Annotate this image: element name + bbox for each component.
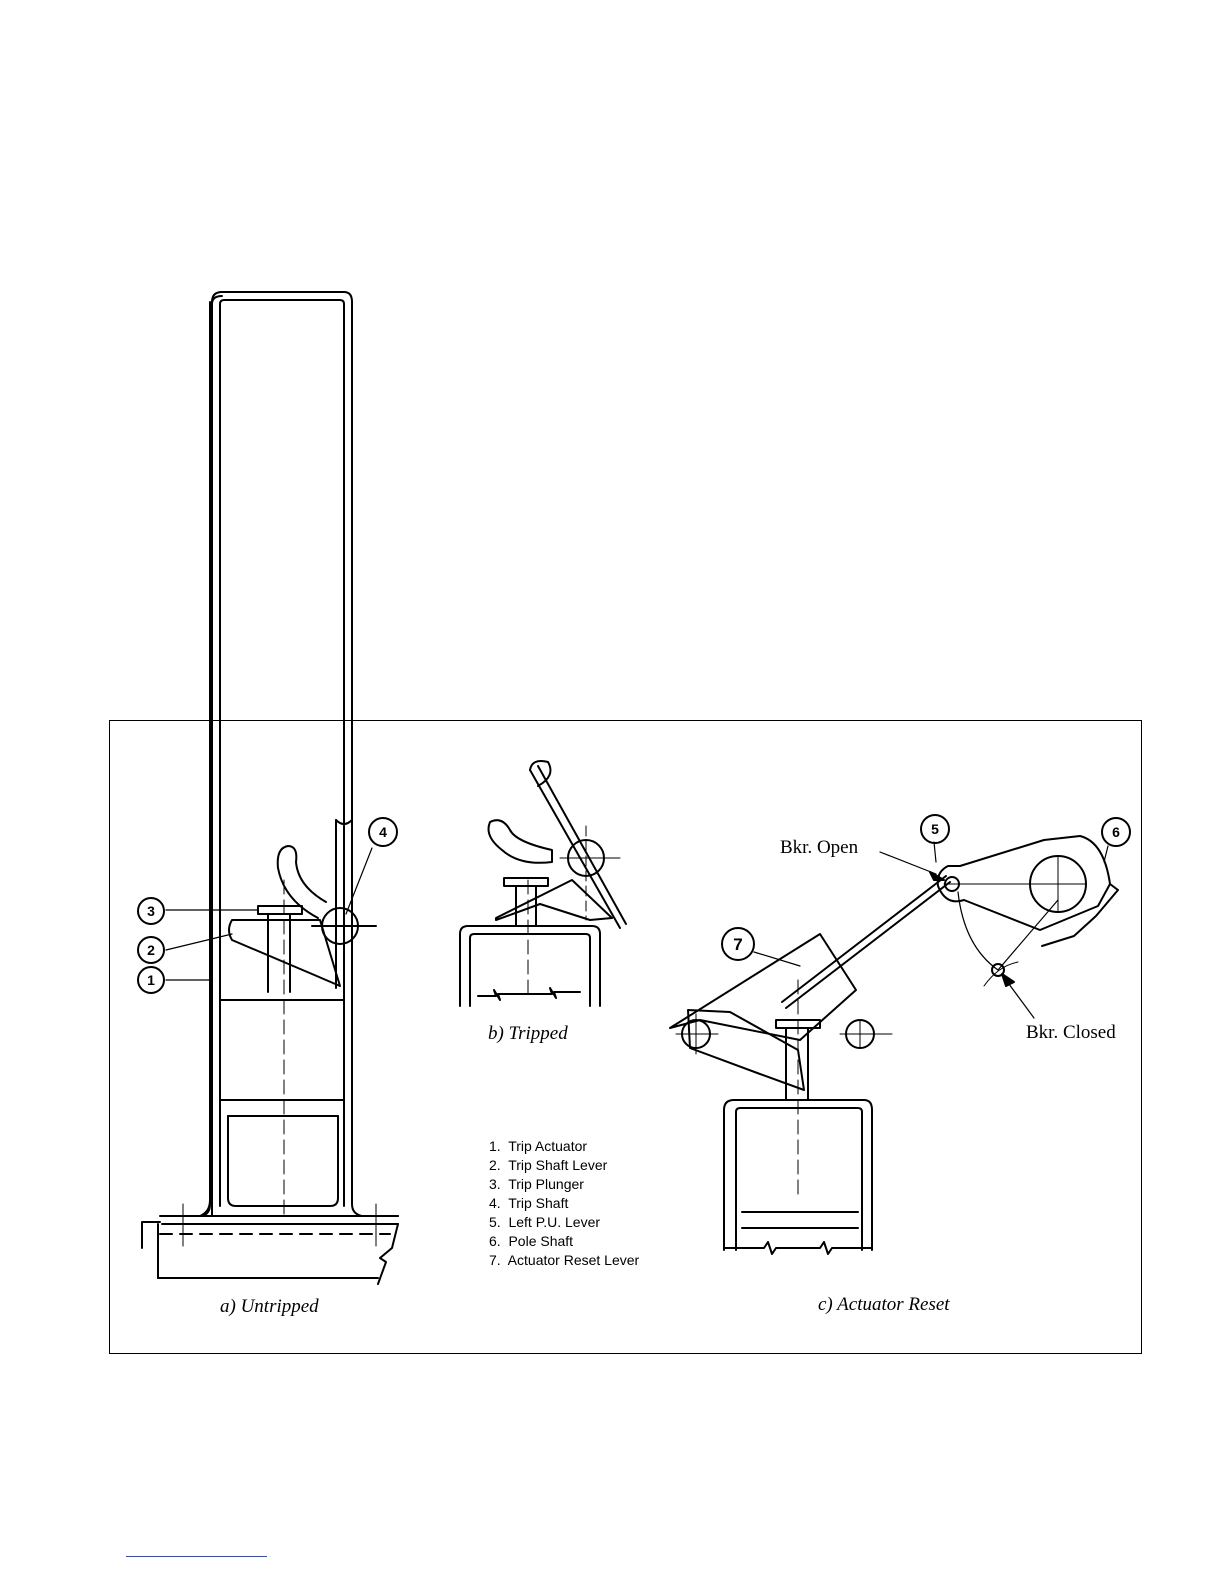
bkr-open-label: Bkr. Open	[780, 837, 859, 858]
legend-item: 3. Trip Plunger	[489, 1176, 584, 1192]
caption-untripped: a) Untripped	[220, 1296, 319, 1317]
footer-link-underline	[126, 1556, 267, 1557]
callout-3: 3	[147, 903, 155, 919]
callout-7: 7	[733, 935, 742, 954]
view-untripped	[142, 292, 398, 1284]
callout-circles	[138, 815, 1130, 993]
legend: 1. Trip Actuator 2. Trip Shaft Lever 3. …	[489, 1138, 640, 1268]
legend-item: 2. Trip Shaft Lever	[489, 1157, 608, 1173]
callout-2: 2	[147, 942, 155, 958]
view-actuator-reset	[670, 836, 1118, 1254]
callout-6: 6	[1112, 824, 1120, 840]
callout-4: 4	[379, 824, 387, 840]
caption-actuator-reset: c) Actuator Reset	[818, 1294, 950, 1315]
legend-item: 4. Trip Shaft	[489, 1195, 568, 1211]
callout-1: 1	[147, 972, 155, 988]
caption-tripped: b) Tripped	[488, 1023, 568, 1044]
bkr-closed-label: Bkr. Closed	[1026, 1022, 1116, 1043]
legend-item: 5. Left P.U. Lever	[489, 1214, 600, 1230]
legend-item: 1. Trip Actuator	[489, 1138, 587, 1154]
view-tripped	[460, 761, 626, 1006]
legend-item: 7. Actuator Reset Lever	[489, 1252, 640, 1268]
callout-5: 5	[931, 821, 939, 837]
legend-item: 6. Pole Shaft	[489, 1233, 573, 1249]
